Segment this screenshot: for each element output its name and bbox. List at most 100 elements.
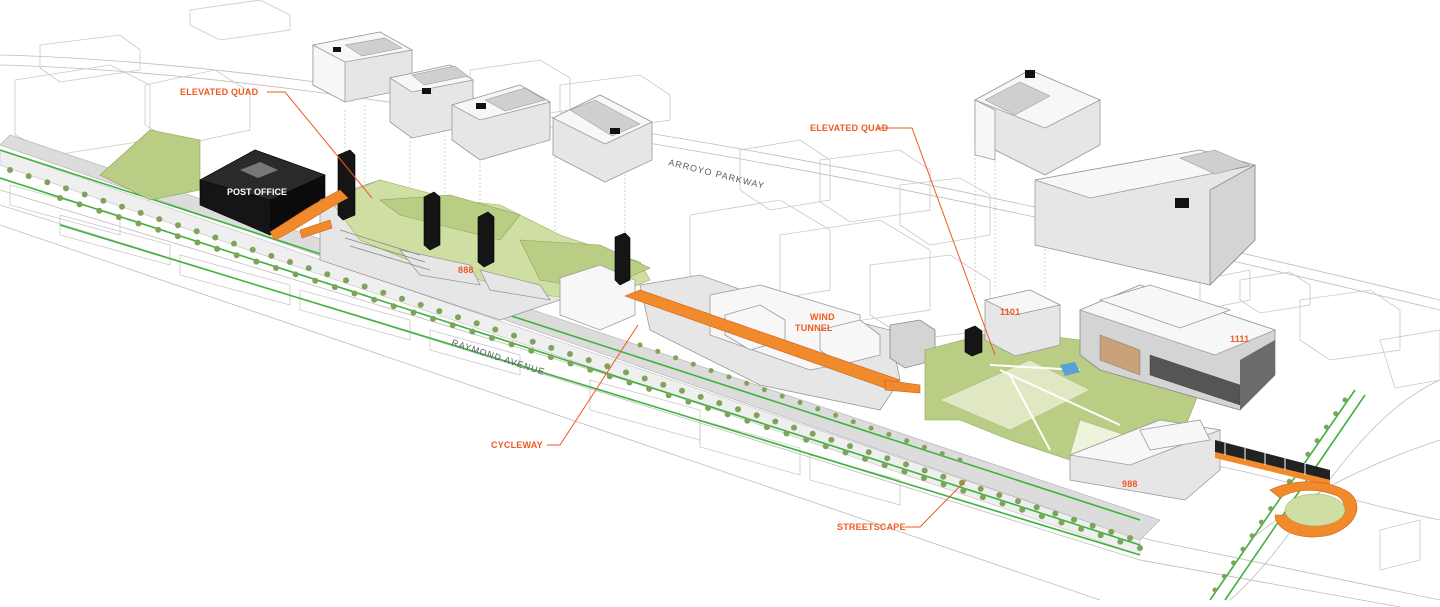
label-elevated-quad-left: ELEVATED QUAD: [180, 87, 259, 97]
street-tree: [606, 373, 613, 380]
street-tree: [637, 342, 643, 348]
street-tree: [331, 284, 338, 291]
street-tree: [137, 209, 144, 216]
street-tree: [469, 328, 476, 335]
street-tree: [881, 462, 888, 469]
street-tree: [351, 290, 358, 297]
label-1111: 1111: [1230, 334, 1249, 344]
street-tree: [1221, 573, 1227, 579]
street-tree: [76, 201, 83, 208]
street-tree: [940, 481, 947, 488]
street-tree: [1052, 510, 1059, 517]
street-tree: [547, 354, 554, 361]
building-1101: [964, 289, 1062, 357]
street-tree: [1249, 533, 1255, 539]
street-tree: [567, 351, 573, 357]
street-tree: [1058, 519, 1065, 526]
street-tree: [921, 475, 927, 481]
street-tree: [492, 326, 499, 333]
street-tree: [380, 289, 387, 296]
street-tree: [410, 309, 417, 316]
street-tree: [96, 207, 103, 214]
street-tree: [726, 374, 732, 380]
street-tree: [135, 220, 142, 227]
label-1101: 1101: [1000, 307, 1020, 317]
street-tree: [744, 417, 751, 424]
street-tree: [1137, 545, 1143, 551]
street-tree: [921, 444, 927, 450]
street-tree: [292, 271, 299, 278]
building-988: [1068, 419, 1222, 501]
street-tree: [708, 368, 714, 374]
street-tree: [1078, 525, 1085, 532]
street-tree: [1231, 560, 1237, 566]
street-tree: [212, 234, 219, 241]
street-tree: [1033, 504, 1040, 511]
street-tree: [716, 400, 723, 407]
street-tree: [231, 240, 237, 247]
street-tree: [604, 363, 611, 370]
street-tree: [25, 173, 32, 180]
street-tree: [797, 400, 803, 405]
street-tree: [959, 479, 965, 486]
street-tree: [903, 461, 909, 468]
street-tree: [783, 430, 790, 437]
label-elevated-quad-right: ELEVATED QUAD: [810, 123, 889, 133]
street-tree: [430, 315, 437, 322]
street-tree: [847, 443, 853, 449]
street-tree: [1038, 513, 1045, 520]
street-tree: [273, 265, 279, 271]
label-post-office: POST OFFICE: [227, 187, 287, 197]
street-tree: [390, 303, 397, 310]
street-tree: [511, 332, 517, 339]
street-tree: [417, 301, 424, 308]
street-tree: [763, 424, 770, 431]
street-tree: [828, 436, 835, 443]
street-tree: [842, 449, 849, 456]
street-tree: [886, 431, 892, 437]
street-tree: [1333, 411, 1339, 417]
street-tree: [1097, 532, 1104, 539]
street-tree: [761, 387, 767, 393]
street-tree: [1286, 478, 1292, 484]
annotation-leaders: [267, 91, 996, 528]
street-tree: [305, 265, 312, 272]
street-tree: [81, 191, 88, 198]
street-tree: [815, 406, 821, 412]
street-tree: [115, 214, 122, 221]
street-tree: [1305, 451, 1311, 457]
street-tree: [312, 277, 319, 284]
street-tree: [1314, 438, 1320, 444]
street-tree: [567, 360, 574, 367]
label-tunnel: TUNNEL: [795, 323, 833, 333]
street-tree: [1268, 506, 1274, 512]
street-tree: [665, 392, 672, 399]
street-tree: [1089, 522, 1096, 529]
street-tree: [996, 492, 1003, 499]
upper-left-buildings: [311, 31, 653, 183]
street-tree: [791, 424, 797, 431]
street-tree: [233, 252, 240, 259]
street-tree: [957, 457, 963, 463]
street-tree: [655, 348, 661, 354]
street-tree: [324, 271, 331, 278]
dashed-guides: [344, 105, 1046, 300]
street-tree: [7, 167, 13, 173]
street-tree: [744, 380, 750, 386]
street-tree: [868, 425, 874, 431]
street-tree: [44, 179, 51, 186]
street-tree: [529, 338, 536, 345]
street-tree: [100, 197, 107, 204]
street-tree: [862, 455, 869, 462]
label-888: 888: [458, 265, 474, 275]
street-tree: [214, 245, 221, 252]
street-tree: [1127, 535, 1133, 541]
street-tree: [361, 283, 368, 290]
street-tree: [1015, 498, 1021, 505]
street-tree: [193, 228, 200, 235]
street-tree: [1342, 397, 1348, 403]
street-tree: [646, 385, 653, 392]
street-tree: [175, 222, 181, 229]
street-tree: [999, 500, 1006, 507]
